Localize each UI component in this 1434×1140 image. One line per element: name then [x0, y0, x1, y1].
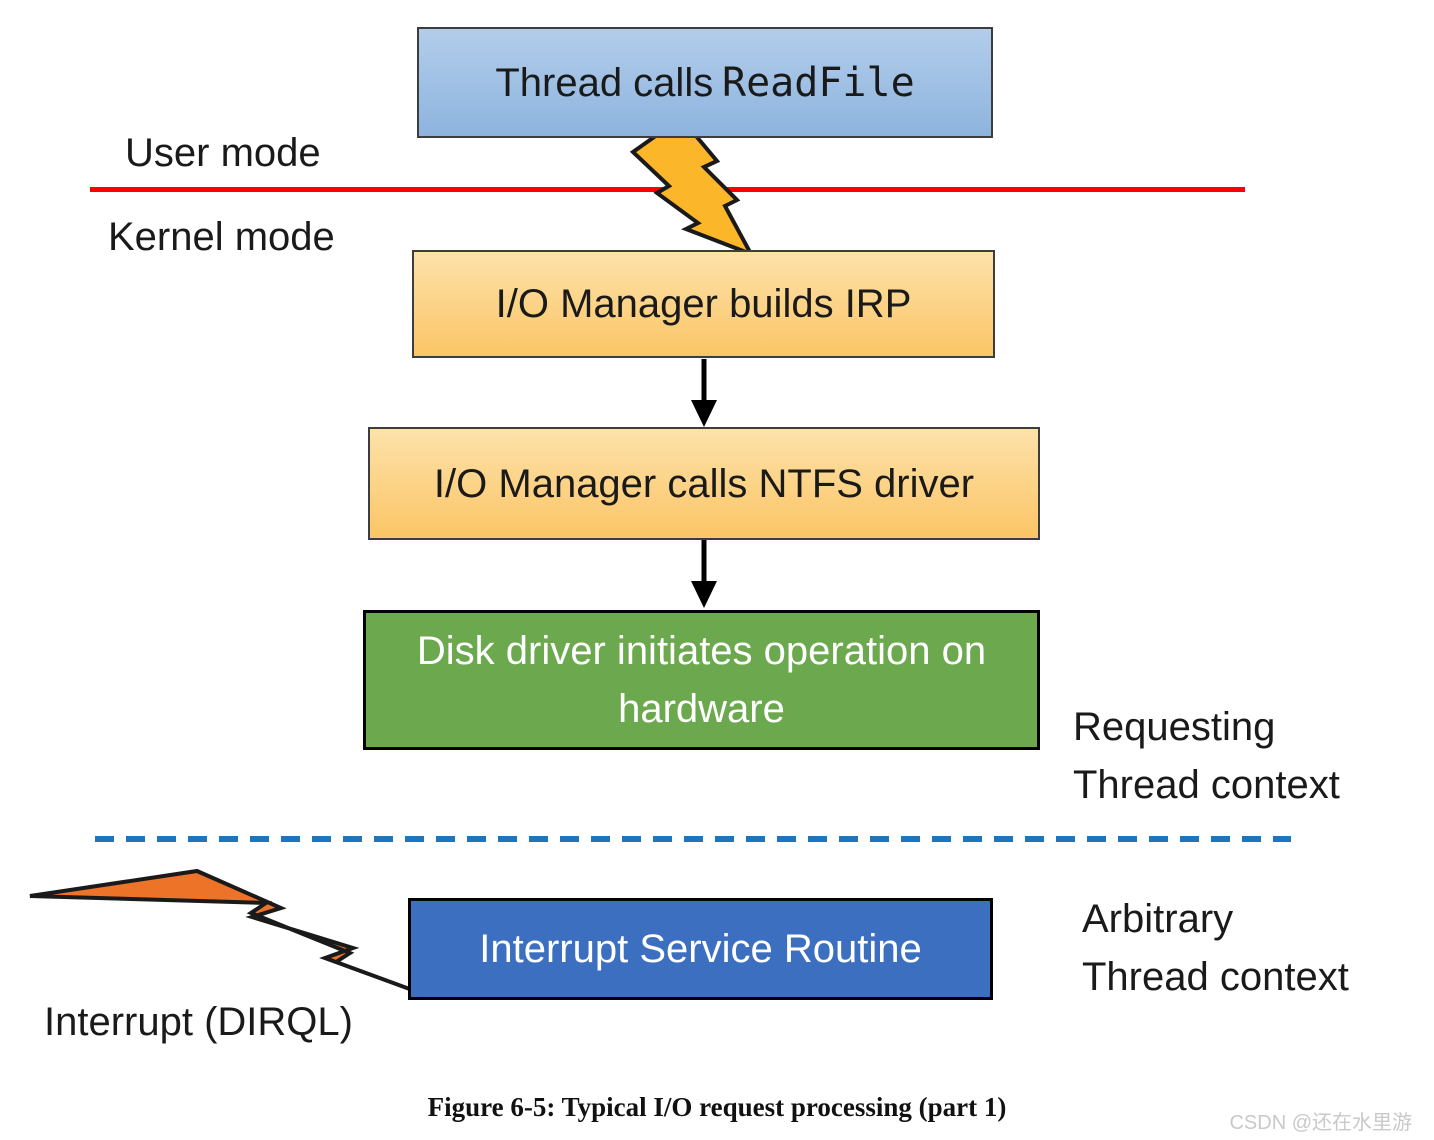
requesting-line2: Thread context [1073, 763, 1340, 807]
box-disk-driver-initiates: Disk driver initiates operation on hardw… [363, 610, 1040, 750]
box-interrupt-service-routine: Interrupt Service Routine [408, 898, 993, 1000]
kernel-mode-label: Kernel mode [108, 215, 335, 259]
box-io-manager-builds-irp: I/O Manager builds IRP [412, 250, 995, 358]
user-mode-label: User mode [125, 131, 321, 175]
arbitrary-thread-context-label: Arbitrary Thread context [1082, 890, 1349, 1006]
disk-driver-box-label: Disk driver initiates operation on hardw… [416, 629, 987, 731]
arbitrary-line2: Thread context [1082, 955, 1349, 999]
flow-arrow-irp-to-ntfs [691, 359, 717, 427]
user-kernel-divider-line [90, 187, 1245, 192]
readfile-code-label: ReadFile [722, 59, 915, 106]
thread-box-label: Thread calls [495, 60, 714, 105]
box-thread-calls-readfile: Thread calls ReadFile [417, 27, 993, 138]
thread-context-divider-line [95, 836, 1291, 842]
requesting-line1: Requesting [1073, 705, 1276, 749]
box-io-manager-calls-ntfs: I/O Manager calls NTFS driver [368, 427, 1040, 540]
csdn-watermark: CSDN @还在水里游 [1229, 1112, 1412, 1134]
arbitrary-line1: Arbitrary [1082, 897, 1234, 941]
flow-arrow-ntfs-to-disk [691, 540, 717, 608]
lightning-bolt-syscall-icon [629, 115, 756, 258]
requesting-thread-context-label: Requesting Thread context [1073, 698, 1340, 814]
figure-caption: Figure 6-5: Typical I/O request processi… [427, 1092, 1007, 1122]
interrupt-dirql-label: Interrupt (DIRQL) [44, 1000, 353, 1044]
lightning-bolt-interrupt-icon [29, 868, 416, 993]
